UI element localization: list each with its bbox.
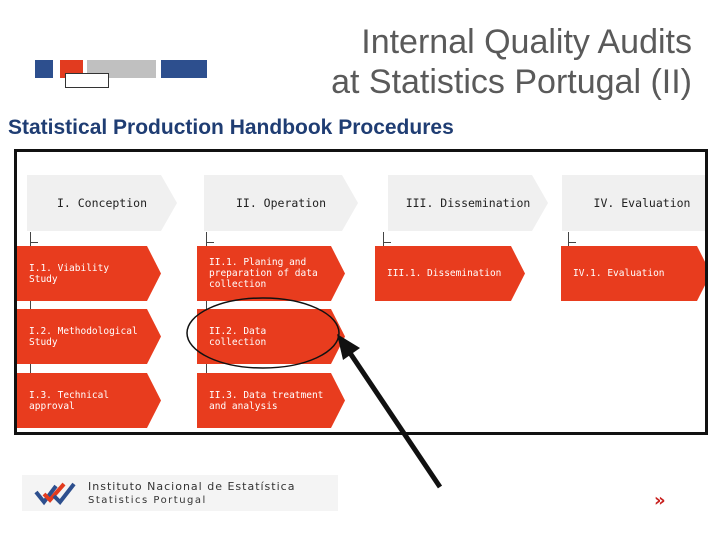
logo-block-blue-1 — [35, 60, 53, 78]
ine-logo: Instituto Nacional de Estatística Statis… — [22, 475, 338, 511]
pointer-arrow-shaft — [343, 345, 443, 489]
step-planning-data-collection: II.1. Planing and preparation of data co… — [197, 246, 345, 301]
connector-dissemination — [383, 232, 384, 246]
connector-operation-h1 — [206, 242, 214, 243]
connector-dissemination-h — [383, 242, 391, 243]
step-technical-approval: I.3. Technical approval — [17, 373, 161, 428]
connector-evaluation-h — [568, 242, 576, 243]
pointer-arrow-head — [337, 334, 360, 360]
phase-dissemination: III. Dissemination — [388, 175, 548, 231]
ine-name-en: Statistics Portugal — [88, 495, 207, 506]
slide-title: Internal Quality Audits at Statistics Po… — [331, 22, 692, 102]
slide-subtitle: Statistical Production Handbook Procedur… — [8, 116, 454, 139]
logo-outline-box — [65, 73, 109, 88]
ine-name: Instituto Nacional de Estatística — [88, 480, 296, 493]
title-line-1: Internal Quality Audits — [361, 23, 692, 61]
phase-evaluation: IV. Evaluation — [562, 175, 708, 231]
highlight-ellipse — [186, 297, 340, 369]
step-data-treatment: II.3. Data treatment and analysis — [197, 373, 345, 428]
step-viability-study: I.1. Viability Study — [17, 246, 161, 301]
logo-block-blue-2 — [161, 60, 207, 78]
phase-conception: I. Conception — [27, 175, 177, 231]
step-methodological-study: I.2. Methodological Study — [17, 309, 161, 364]
next-slide-icon[interactable]: » — [654, 490, 666, 511]
connector-conception-h1 — [30, 242, 38, 243]
step-data-collection: II.2. Data collection — [197, 309, 345, 364]
process-diagram: I. Conception II. Operation III. Dissemi… — [14, 149, 708, 435]
phase-operation: II. Operation — [204, 175, 358, 231]
ine-emblem-icon — [34, 482, 76, 506]
title-line-2: at Statistics Portugal (II) — [331, 63, 692, 101]
step-dissemination: III.1. Dissemination — [375, 246, 525, 301]
connector-evaluation — [568, 232, 569, 246]
step-evaluation: IV.1. Evaluation — [561, 246, 708, 301]
